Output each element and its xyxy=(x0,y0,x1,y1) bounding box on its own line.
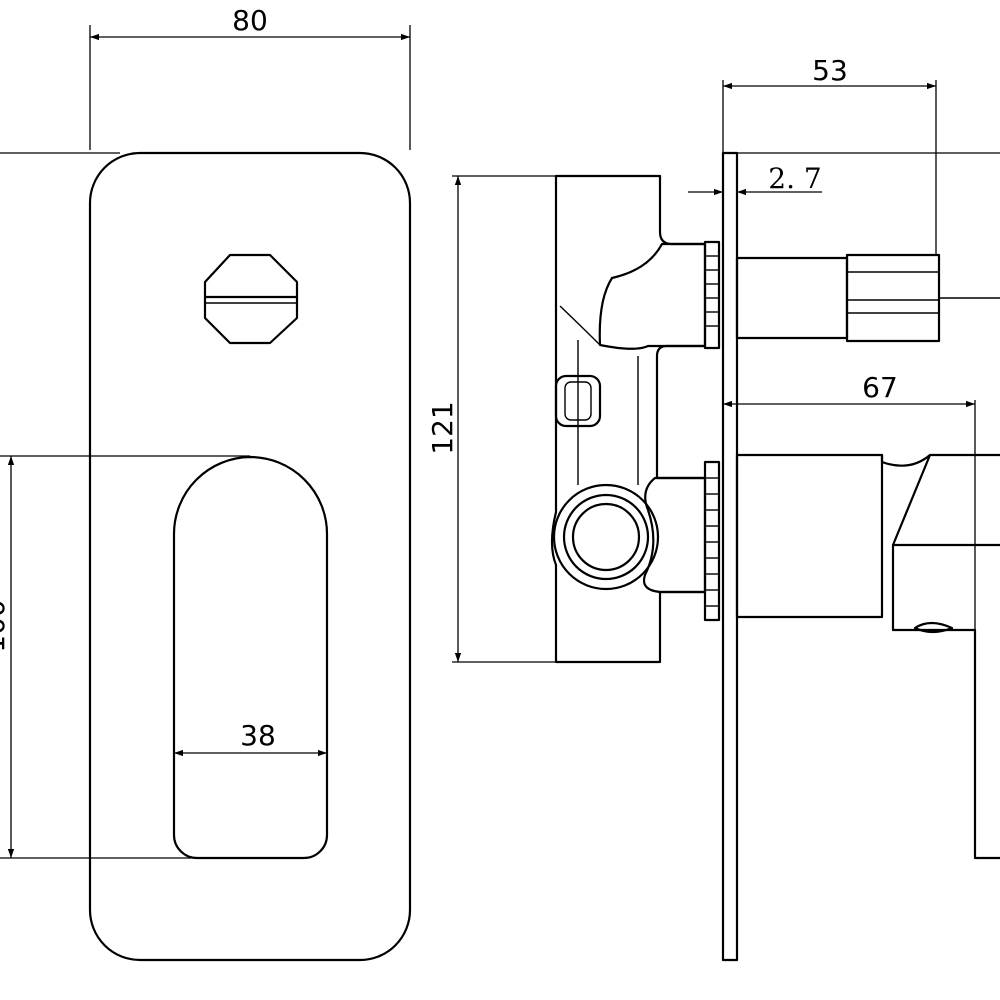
height-label: 100 xyxy=(0,599,11,652)
lever-tip-side xyxy=(913,621,954,634)
outlet-outer-ring xyxy=(552,483,660,591)
valve-body-outline xyxy=(550,174,707,664)
lower-elbow-outline xyxy=(642,476,707,594)
body-fitting-inner xyxy=(564,381,592,421)
diverter-knob-outline xyxy=(203,253,299,345)
cover-plate-outline xyxy=(88,151,412,962)
upper-thread xyxy=(703,240,721,350)
lower-thread xyxy=(703,460,721,622)
upper-elbow-outline xyxy=(598,242,707,350)
lever-width-label: 38 xyxy=(240,719,276,752)
lever-body-side xyxy=(735,453,884,619)
outlet-inner-ring xyxy=(571,502,641,572)
lever-handle-outline xyxy=(172,455,329,860)
body-height-label: 121 xyxy=(426,401,459,454)
upper-elbow-curve xyxy=(559,305,601,346)
diverter-spindle xyxy=(735,256,849,340)
width-label: 80 xyxy=(232,4,268,37)
front-view: 80 100 38 xyxy=(0,4,412,962)
side-view: 121 53 2. 7 67 xyxy=(426,54,1000,962)
wall-plate-profile xyxy=(721,151,739,962)
diverter-knob-side xyxy=(845,253,941,343)
plate-thickness-label: 2. 7 xyxy=(768,162,821,195)
projection-label: 67 xyxy=(862,371,898,404)
outlet-middle-ring xyxy=(562,493,650,581)
body-fitting xyxy=(554,374,602,428)
depth-label: 53 xyxy=(812,54,848,87)
lever-arm-side xyxy=(880,453,1000,860)
